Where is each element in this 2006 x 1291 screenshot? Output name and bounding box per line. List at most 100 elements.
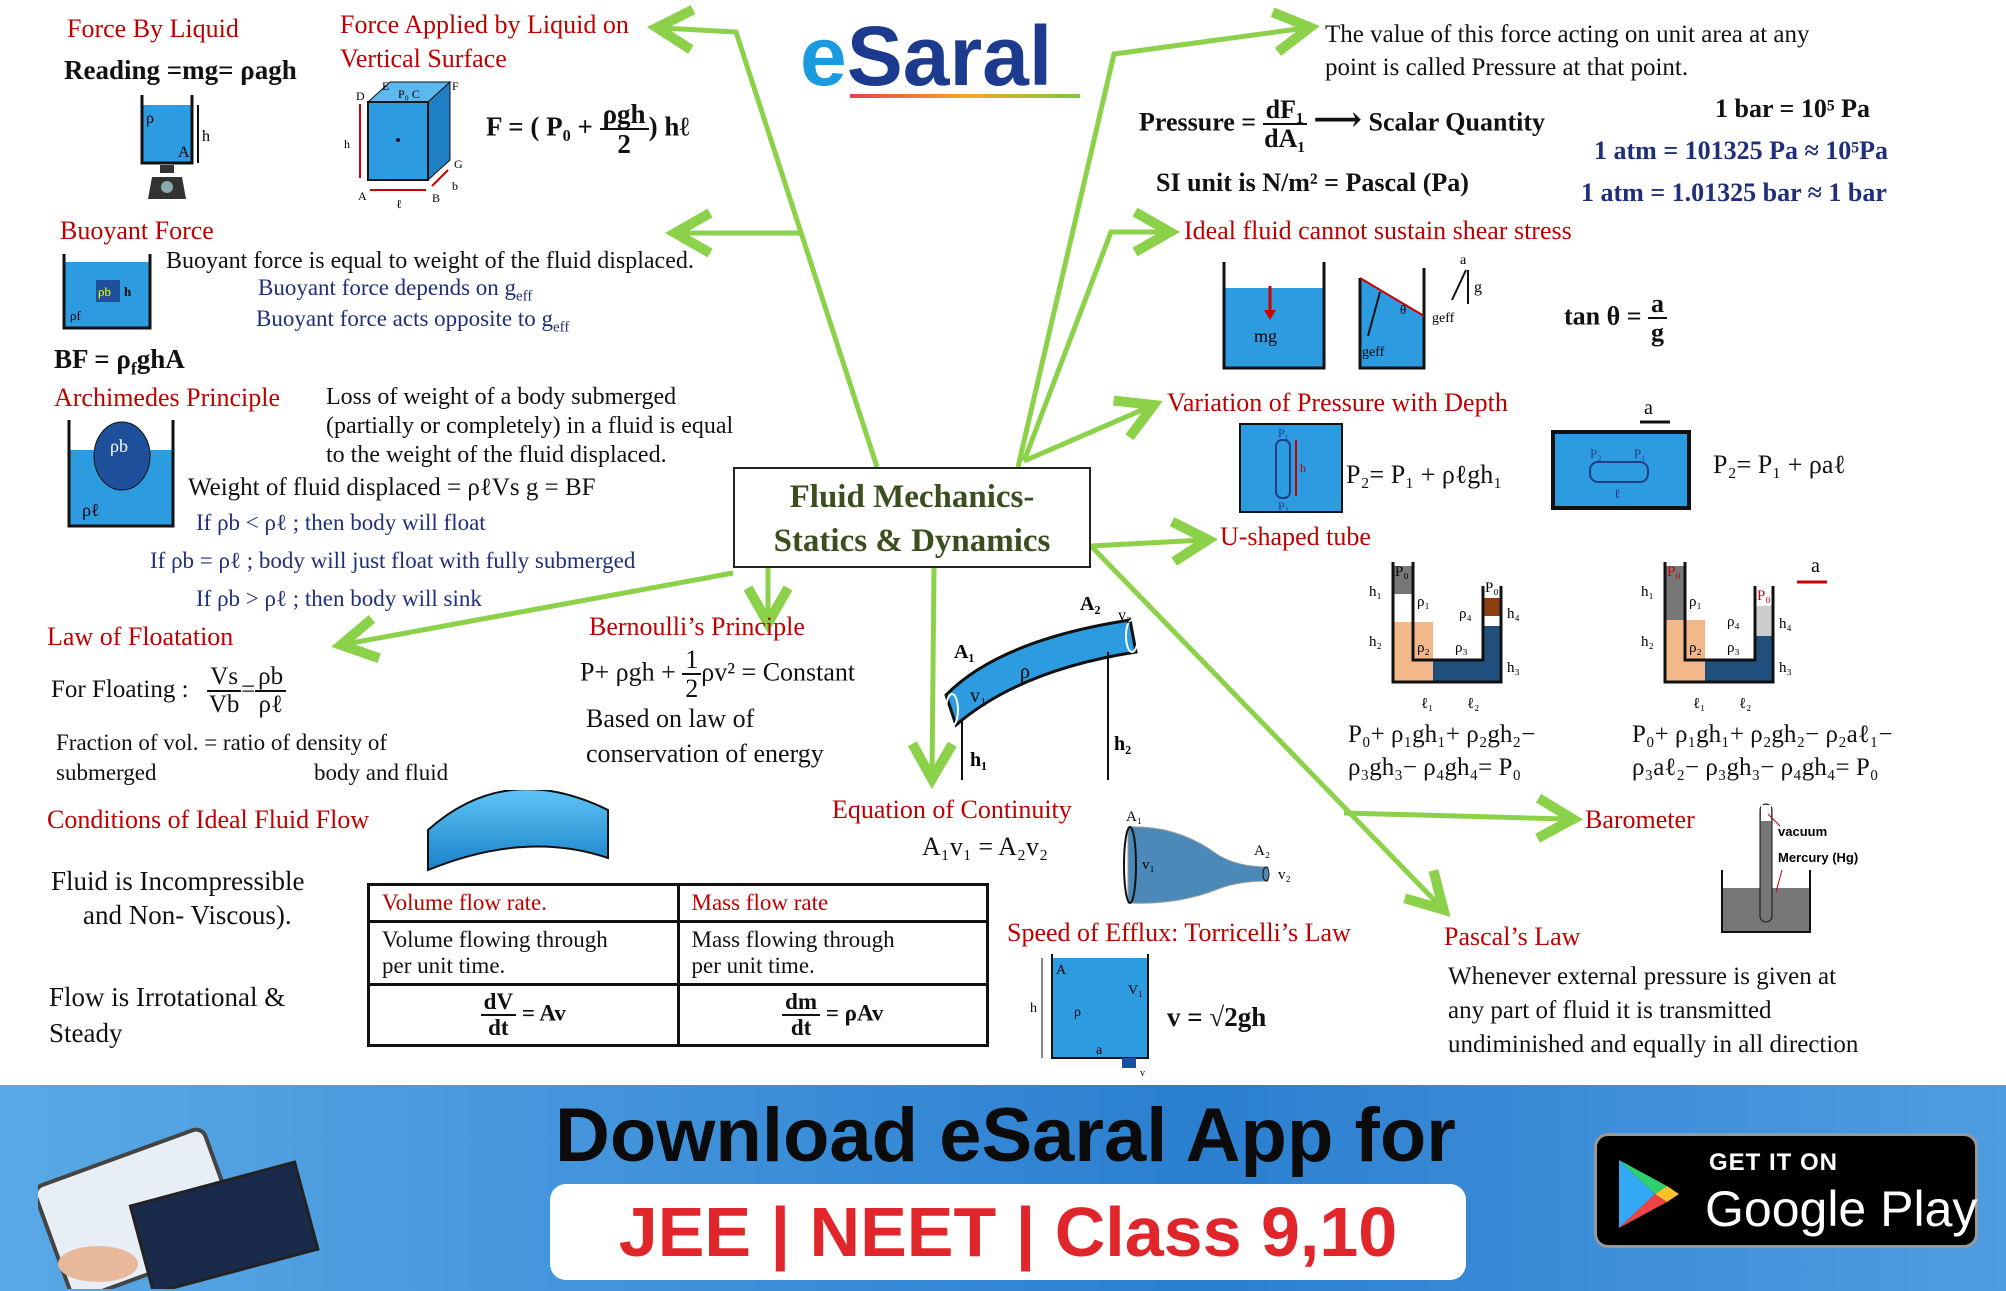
diagram-label: a [1644,397,1653,419]
ideal-flow-title: Conditions of Ideal Fluid Flow [47,805,370,834]
diagram-label: G [454,157,463,171]
force-by-liquid-title: Force By Liquid [67,14,239,43]
header-volume: Volume flow rate. [367,883,680,923]
force-vertical-surface-title-1: Force Applied by Liquid on [340,10,629,39]
diagram-label: ρ₃ [1455,640,1468,656]
google-play-badge[interactable]: GET IT ON Google Play [1594,1133,1978,1248]
diagram-label: ρ₁ [1689,594,1702,610]
diagram-label: E [382,80,389,93]
diagram-label: ρ [1020,661,1030,683]
diagram-label: h₂ [1369,634,1382,650]
central-topic-box: Fluid Mechanics-Statics & Dynamics [733,467,1091,568]
diagram-label: h [202,128,210,145]
diagram-label: A₁ [1126,809,1142,825]
diagram-label: A [358,189,367,203]
download-heading: Download eSaral App for [555,1093,1456,1178]
logo-underline [850,94,1080,98]
diagram-label: A₂ [1254,843,1270,859]
diagram-label: a [1811,556,1820,577]
diagram-label: P₀ [1667,564,1681,580]
diagram-label: h₃ [1507,660,1520,676]
diagram-label: P₁ [1634,446,1646,461]
diagram-label: h₂ [1114,733,1131,755]
diagram-label: P₂ [1278,499,1289,513]
fraction-text-2a: submerged [56,760,157,785]
diagram-label: ρ₂ [1689,640,1702,656]
diagram-label: ℓ₁ [1693,696,1705,712]
diagram-label: F [452,80,459,93]
header-mass: Mass flow rate [676,883,989,923]
diagram-label: vacuum [1778,824,1827,839]
diagram-label: v [1140,1068,1145,1076]
table-header-row: Volume flow rate.Mass flow rate [367,883,989,923]
bernoulli-based-2: conservation of energy [586,739,824,768]
diagram-label: v₁ [1142,857,1155,873]
diagram-label: ρ₂ [1417,640,1430,656]
fraction-text-1: Fraction of vol. = ratio of density of [56,730,388,755]
central-title-line2: Statics & Dynamics [773,523,1051,559]
diagram-label: h [124,284,132,299]
weight-displaced: Weight of fluid displaced = ρℓVs g = BF [188,474,596,501]
depth-column-diagram: P₁ P₂ h [1239,423,1343,513]
buoyant-line-2: Buoyant force depends on geff [258,275,533,305]
depth-equation-1: P₂= P₁ + ρℓgh₁ [1346,460,1503,489]
diagram-label: ρ₄ [1459,606,1472,622]
diagram-label: g [1474,279,1482,296]
diagram-label: Mercury (Hg) [1778,850,1858,865]
diagram-label: a [1096,1043,1103,1058]
diagram-label: P₀ [1757,588,1771,604]
diagram-label: ρ₄ [1727,614,1740,630]
continuity-equation: A₁v₁ = A₂v₂ [922,832,1049,861]
diagram-label: ρ₁ [1417,594,1430,610]
diagram-label: A [178,144,190,161]
diagram-label: ℓ₂ [1467,696,1479,712]
diagram-label: h₁ [970,749,987,771]
diagram-label: ρb [98,284,111,299]
diagram-label: P₀ C [398,87,420,101]
diagram-label: h₃ [1779,660,1792,676]
diagram-label: B [432,191,440,205]
diagram-label: ℓ [1614,486,1620,501]
diagram-label: ℓ₁ [1421,696,1433,712]
diagram-label: h₁ [1641,584,1654,600]
flow-shape [427,790,609,872]
diagram-label: v₂ [1278,867,1291,883]
diagram-label: ρ [1074,1005,1081,1020]
diagram-label: h [1030,1001,1037,1016]
diagram-label: D [356,89,365,103]
diagram-label: b [452,179,458,193]
diagram-label: A [1056,963,1067,978]
reading-formula: Reading =mg= ρagh [64,55,297,85]
continuity-nozzle-diagram: A₁ A₂ v₁ v₂ [1123,809,1291,904]
pressure-definition: The value of this force acting on unit a… [1325,21,1810,81]
bernoulli-based-1: Based on law of [586,704,755,733]
fraction-text-2b: body and fluid [314,760,449,785]
diagram-label: h [1300,461,1306,475]
diagram-label: P₀ [1395,564,1409,580]
depth-equation-2: P₂= P₁ + ρaℓ [1713,450,1846,479]
atm-pascal-conversion: 1 atm = 101325 Pa ≈ 10⁵Pa [1594,136,1888,165]
diagram-label: h₂ [1641,634,1654,650]
diagram-label: v₂ [1118,607,1132,624]
floatation-title: Law of Floatation [47,622,234,651]
diagram-label: A₂ [1080,593,1100,615]
diagram-label: ρf [70,308,81,323]
weighing-scale-diagram: ρhA [140,95,210,199]
archimedes-title: Archimedes Principle [54,383,280,412]
bernoulli-title: Bernoulli’s Principle [589,612,805,641]
pascal-title: Pascal’s Law [1444,922,1581,951]
diagram-label: P₁ [1278,426,1289,440]
si-unit: SI unit is N/m² = Pascal (Pa) [1156,168,1469,197]
exam-list: JEE | NEET | Class 9,10 [550,1184,1466,1280]
